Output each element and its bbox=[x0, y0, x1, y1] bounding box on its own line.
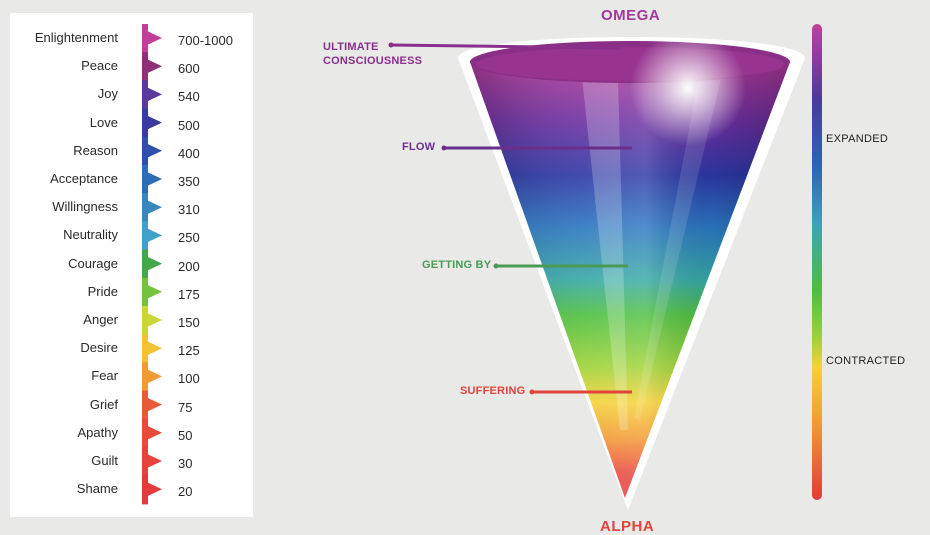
scale-level-label: Anger bbox=[83, 312, 118, 327]
scale-level-value: 75 bbox=[178, 399, 193, 415]
scale-level-value: 350 bbox=[178, 174, 200, 189]
scale-level-value: 175 bbox=[178, 286, 200, 302]
annotation-dot-ultimate bbox=[388, 42, 394, 48]
cone-highlight-2 bbox=[634, 72, 722, 420]
scale-level-label: Willingness bbox=[52, 199, 118, 215]
scale-level-value: 200 bbox=[178, 258, 200, 274]
cone-highlight bbox=[582, 78, 628, 430]
scale-flag-marker bbox=[145, 114, 162, 131]
annotation-dot-flow bbox=[441, 145, 447, 151]
scale-level-value: 100 bbox=[178, 371, 200, 387]
scale-marker-graphic bbox=[142, 24, 162, 505]
scale-flag-marker bbox=[145, 171, 162, 187]
annotation-suffering: SUFFERING bbox=[460, 385, 526, 397]
scale-flag-marker bbox=[145, 453, 162, 469]
scale-flag-marker bbox=[145, 340, 162, 357]
annotation-getting-by: GETTING BY bbox=[422, 259, 492, 271]
scale-flag-marker bbox=[145, 424, 162, 441]
scale-level-label: Joy bbox=[97, 86, 118, 102]
annotation-flow: FLOW bbox=[402, 141, 436, 153]
scale-flag-marker bbox=[145, 227, 162, 244]
scale-flag-marker bbox=[145, 396, 162, 413]
scale-level-value: 250 bbox=[178, 230, 200, 246]
omega-label: OMEGA bbox=[601, 7, 661, 24]
scale-level-label: Enlightenment bbox=[34, 30, 118, 45]
cone-shading bbox=[470, 62, 790, 498]
scale-level-value: 700-1000 bbox=[178, 33, 233, 48]
scale-level-label: Acceptance bbox=[50, 171, 118, 186]
scale-flag-marker bbox=[145, 368, 162, 385]
scale-level-value: 30 bbox=[178, 456, 193, 471]
expanded-label: EXPANDED bbox=[826, 133, 889, 145]
annotation-dot-getting-by bbox=[493, 263, 499, 269]
annotation-line-ultimate bbox=[390, 43, 621, 50]
scale-level-label: Desire bbox=[80, 340, 118, 356]
scale-level-value: 50 bbox=[178, 427, 193, 443]
scale-level-value: 125 bbox=[178, 343, 200, 359]
scale-flag-marker bbox=[145, 283, 162, 300]
scale-level-label: Grief bbox=[89, 396, 118, 412]
spectrum-bar bbox=[812, 24, 822, 500]
scale-flag-marker bbox=[145, 58, 162, 75]
contracted-label: CONTRACTED bbox=[826, 355, 906, 367]
scale-flag-marker bbox=[145, 312, 162, 328]
cone-glow bbox=[630, 30, 746, 146]
annotation-ultimate-line1: ULTIMATE bbox=[323, 41, 379, 53]
scale-level-value: 400 bbox=[178, 145, 200, 161]
scale-level-value: 20 bbox=[178, 484, 193, 500]
scale-level-label: Apathy bbox=[77, 424, 118, 440]
scale-flag-marker bbox=[145, 142, 162, 159]
annotation-ultimate-line2: CONSCIOUSNESS bbox=[323, 55, 423, 67]
scale-level-label: Courage bbox=[68, 255, 118, 271]
scale-level-value: 500 bbox=[178, 117, 200, 133]
alpha-label: ALPHA bbox=[600, 518, 655, 535]
scale-level-label: Pride bbox=[87, 283, 118, 299]
scale-level-value: 310 bbox=[178, 202, 200, 218]
scale-level-value: 540 bbox=[178, 89, 200, 105]
scale-flag-marker bbox=[145, 255, 162, 272]
scale-level-label: Guilt bbox=[91, 453, 118, 468]
annotation-dot-suffering bbox=[529, 389, 535, 395]
scale-level-label: Reason bbox=[73, 142, 118, 158]
scale-level-value: 600 bbox=[178, 61, 200, 77]
scale-level-value: 150 bbox=[178, 315, 200, 330]
scale-level-label: Peace bbox=[81, 58, 118, 74]
scale-level-label: Shame bbox=[76, 481, 118, 497]
scale-flag-marker bbox=[145, 481, 162, 498]
scale-flag-marker bbox=[145, 199, 162, 216]
scale-level-label: Love bbox=[89, 114, 118, 130]
scale-level-label: Fear bbox=[91, 368, 118, 384]
scale-flag-marker bbox=[145, 86, 162, 103]
scale-flag-marker bbox=[145, 30, 162, 46]
scale-level-label: Neutrality bbox=[63, 227, 118, 243]
